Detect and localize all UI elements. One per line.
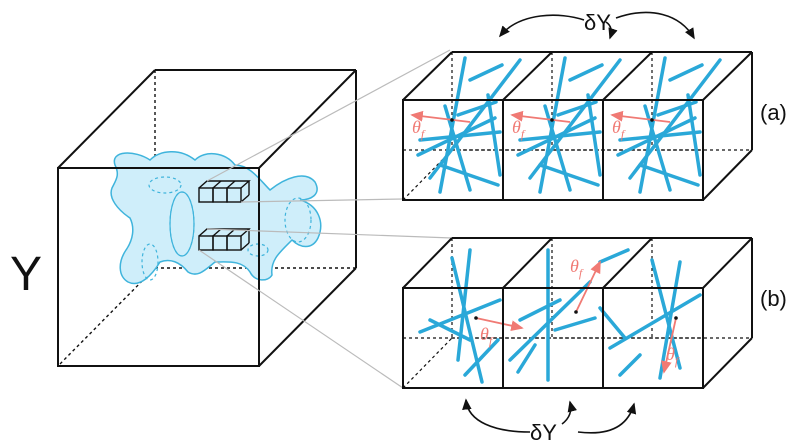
theta-b3: θ <box>666 344 675 364</box>
theta-b2-sub: f <box>579 266 584 280</box>
theta-b1: θ <box>480 324 489 344</box>
svg-text:θf: θf <box>666 344 680 368</box>
theta-a3-sub: f <box>621 127 626 141</box>
svg-text:θf: θf <box>612 117 626 141</box>
theta-a3: θ <box>612 117 621 137</box>
row-a-cell-1-fibers <box>416 56 522 194</box>
theta-b3-sub: f <box>675 354 680 368</box>
svg-text:θf: θf <box>570 256 584 280</box>
row-b-theta-labels: θf θf θf <box>480 256 680 368</box>
sample-cells-a <box>198 180 251 203</box>
theta-b1-sub: f <box>489 334 494 348</box>
row-a-orientation-arrows <box>410 110 671 123</box>
row-b-fibers <box>418 248 702 384</box>
domain-label: Y <box>10 248 42 301</box>
material-blob <box>110 151 322 285</box>
leader-lines <box>198 49 453 389</box>
theta-a2: θ <box>512 117 521 137</box>
row-a-cell-2-fibers <box>516 56 622 194</box>
theta-a2-sub: f <box>521 127 526 141</box>
svg-text:θf: θf <box>480 324 494 348</box>
row-b-cells-front <box>402 237 753 389</box>
theta-a1-sub: f <box>421 127 426 141</box>
row-b-cell-3-fibers <box>598 258 702 380</box>
svg-text:θf: θf <box>512 117 526 141</box>
row-a-theta-labels: θf θf θf <box>412 117 626 141</box>
svg-text:θf: θf <box>412 117 426 141</box>
row-b-cell-2-fibers <box>508 248 630 382</box>
row-a-cell-3-fibers <box>616 56 722 194</box>
row-a-fibers <box>416 56 722 194</box>
theta-b2: θ <box>570 256 579 276</box>
delta-y-top-arrows <box>498 11 695 40</box>
delta-y-bottom: δY <box>530 420 557 444</box>
row-b-label: (b) <box>760 286 787 311</box>
row-a-cells-front <box>402 51 753 201</box>
delta-y-bottom-arrows <box>462 398 637 434</box>
row-b-orientation-arrows <box>474 260 678 374</box>
row-b-cell-1-fibers <box>418 248 502 384</box>
row-a-label: (a) <box>760 100 787 125</box>
theta-a1: θ <box>412 117 421 137</box>
